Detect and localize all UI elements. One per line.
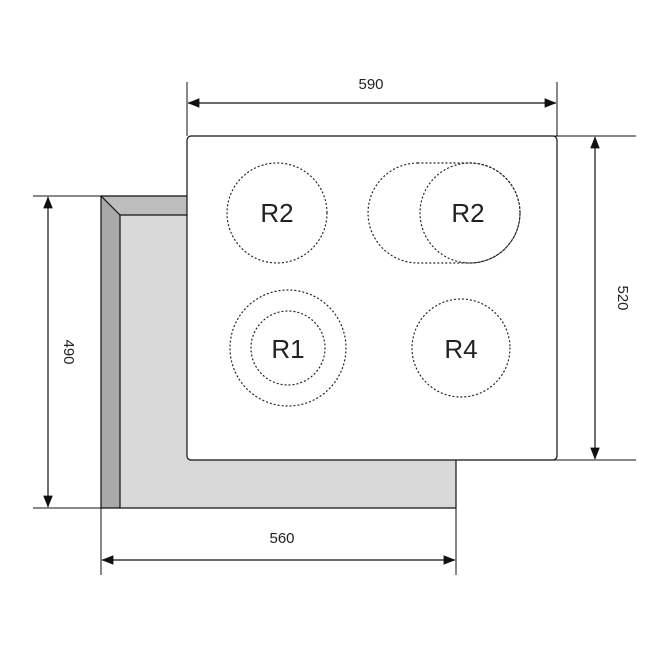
zone-ring <box>226 162 328 264</box>
cutout-side-face <box>101 196 120 508</box>
cooking-zone-r1: R1 <box>229 289 347 407</box>
zone-inner-ring <box>250 310 326 386</box>
zone-outer-ring <box>229 289 347 407</box>
dimension-label: 560 <box>269 530 294 547</box>
zone-label: R2 <box>260 198 293 228</box>
dimension-label: 590 <box>358 76 383 93</box>
zone-label: R1 <box>271 334 304 364</box>
hob-panel <box>186 135 558 461</box>
zone-ring <box>411 298 511 398</box>
dimension-bottom-width: 560 <box>100 508 457 575</box>
zone-label: R2 <box>451 198 484 228</box>
dimension-left-height: 490 <box>33 195 101 509</box>
zone-oval-outline <box>367 162 521 264</box>
cutout-bevel-edge <box>100 195 121 216</box>
zone-label: R4 <box>444 334 477 364</box>
dimension-label: 520 <box>614 285 631 310</box>
dimension-top-width: 590 <box>186 76 558 136</box>
cooking-zone-r2-left: R2 <box>226 162 328 264</box>
zone-ring <box>419 162 521 264</box>
cutout-top-face <box>101 196 187 215</box>
dimension-right-height: 520 <box>540 135 636 461</box>
cooking-zone-r2-oval: R2 <box>367 162 521 264</box>
cooking-zone-r4: R4 <box>411 298 511 398</box>
dimension-label: 490 <box>60 339 77 364</box>
